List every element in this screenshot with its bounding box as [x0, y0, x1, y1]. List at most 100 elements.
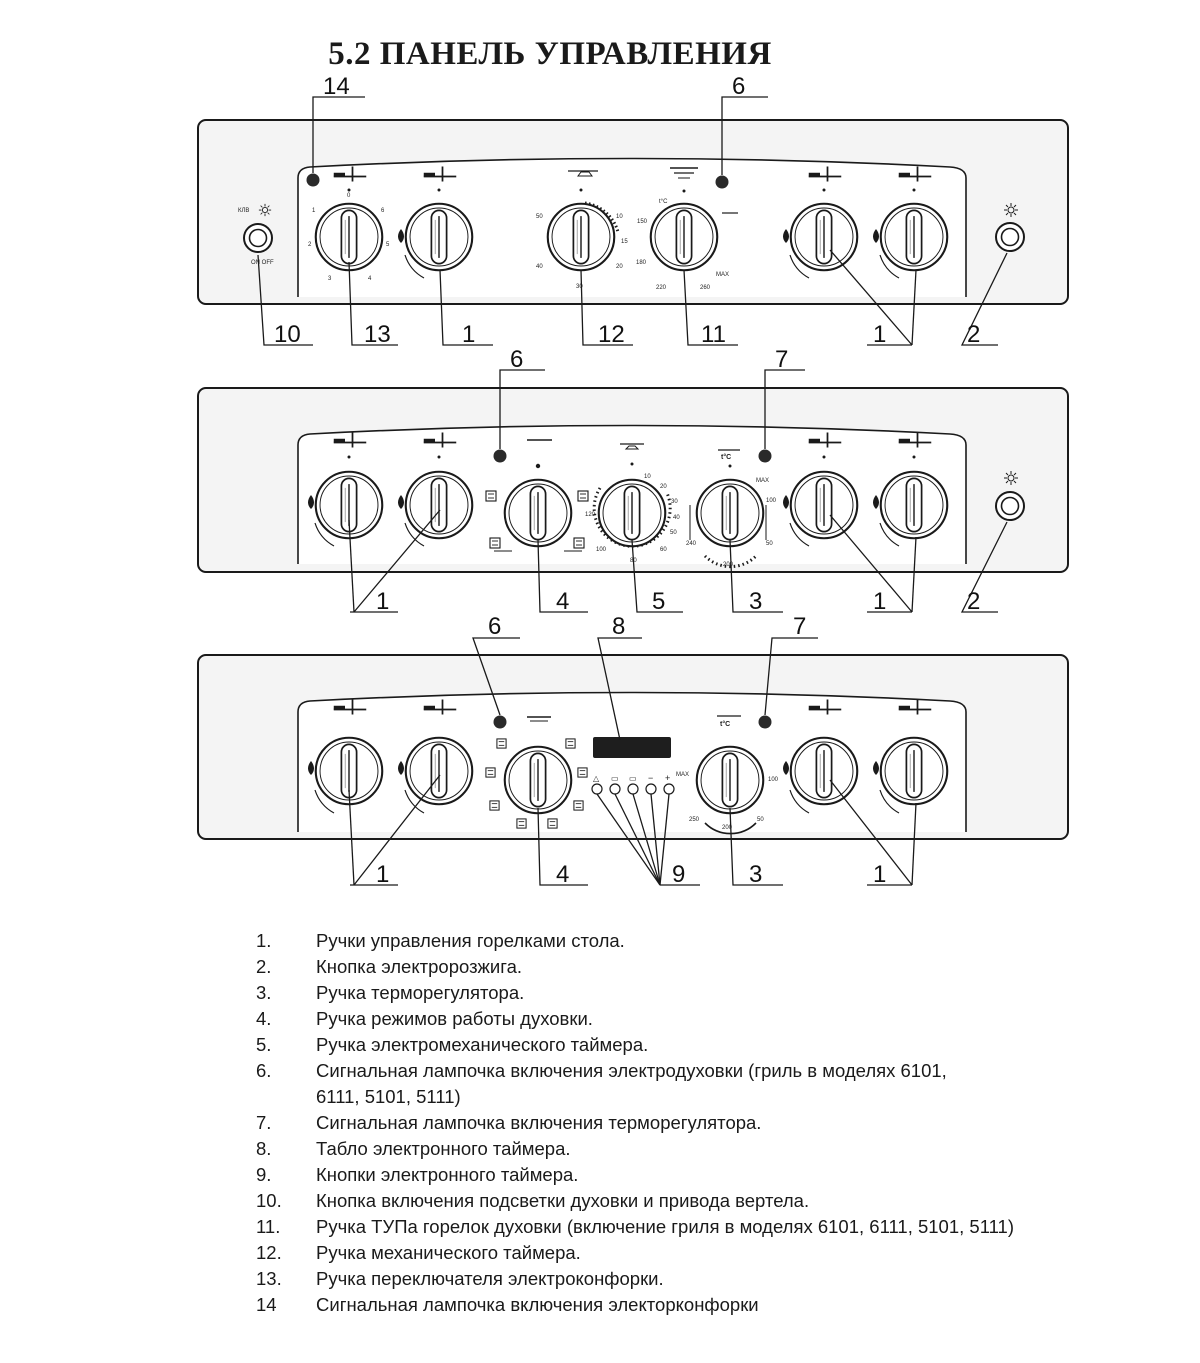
panel-2: t°C 10 20 30 40 50 60 80 100 120 — [197, 346, 1069, 615]
legend-number: 5. — [256, 1034, 272, 1055]
legend-text: Ручка терморегулятора. — [316, 982, 525, 1003]
legend-item: 1.Ручки управления горелками стола. — [256, 928, 1156, 954]
scale-label: MAX — [676, 772, 689, 778]
oven-regulator-knob[interactable] — [649, 202, 719, 272]
switch-top-label: КЛВ — [238, 208, 249, 214]
timer-button[interactable] — [663, 783, 675, 795]
scale-label: 60 — [660, 547, 667, 553]
scale-label: 30 — [671, 499, 678, 505]
burner-knob[interactable] — [404, 736, 474, 806]
oven-mode-knob[interactable] — [503, 745, 573, 815]
scale-label: 10 — [616, 214, 623, 220]
callout-number: 1 — [873, 321, 886, 348]
callout-number: 2 — [967, 321, 980, 348]
mode-icon — [489, 537, 501, 549]
timer-button-label: + — [665, 773, 670, 783]
callout-number: 5 — [652, 588, 665, 615]
electromechanical-timer-knob[interactable] — [597, 478, 667, 548]
scale-label: 100 — [596, 547, 607, 553]
callout-number: 1 — [376, 861, 389, 888]
burner-knob[interactable] — [789, 470, 859, 540]
callout-number: 2 — [967, 588, 980, 615]
hotplate-switch-knob[interactable] — [314, 202, 384, 272]
burner-knob[interactable] — [789, 202, 859, 272]
legend-number: 13. — [256, 1268, 282, 1289]
legend-number: 2. — [256, 956, 272, 977]
legend-text: Ручки управления горелками стола. — [316, 930, 625, 951]
thermostat-lamp — [758, 449, 772, 463]
legend-item: 4.Ручка режимов работы духовки. — [256, 1006, 1156, 1032]
oven-mode-knob[interactable] — [503, 478, 573, 548]
scale-label: 15 — [621, 239, 628, 245]
hotplate-switch-scale: 0 1 2 3 4 5 6 — [308, 193, 390, 282]
legend-number: 3. — [256, 982, 272, 1003]
callout-number: 6 — [488, 613, 501, 640]
timer-button-label: ▭ — [611, 774, 619, 783]
burner-knob[interactable] — [404, 470, 474, 540]
callout-number: 4 — [556, 588, 569, 615]
legend-item: 11.Ручка ТУПа горелок духовки (включение… — [256, 1214, 1156, 1240]
legend-item: 10.Кнопка включения подсветки духовки и … — [256, 1188, 1156, 1214]
callout-number: 11 — [701, 321, 726, 348]
mode-icon — [577, 490, 589, 502]
callout-number: 10 — [274, 321, 301, 348]
legend-item: 5.Ручка электромеханического таймера. — [256, 1032, 1156, 1058]
scale-label: 3 — [328, 276, 332, 282]
scale-label: 50 — [766, 541, 773, 547]
scale-label: 150 — [637, 219, 648, 225]
scale-label: 6 — [381, 208, 385, 214]
legend-list: 1.Ручки управления горелками стола. 2.Кн… — [256, 928, 1156, 1318]
callout-number: 8 — [612, 613, 625, 640]
legend-number: 14 — [256, 1294, 277, 1315]
callout-number: 7 — [775, 346, 788, 373]
oven-light-switch[interactable]: КЛВ ON OFF — [238, 203, 274, 266]
mode-icon — [516, 818, 527, 829]
timer-button[interactable] — [645, 783, 657, 795]
scale-label: MAX — [716, 272, 729, 278]
burner-knob[interactable] — [879, 470, 949, 540]
callout-number: 1 — [873, 861, 886, 888]
panel-1-knob-zone — [297, 157, 967, 297]
scale-label: 20 — [660, 484, 667, 490]
thermostat-knob[interactable] — [695, 745, 765, 815]
oven-lamp — [715, 175, 729, 189]
burner-knob[interactable] — [879, 202, 949, 272]
ignition-push-button[interactable] — [995, 222, 1025, 252]
mode-icon — [565, 738, 576, 749]
timer-button[interactable] — [627, 783, 639, 795]
legend-item: 9.Кнопки электронного таймера. — [256, 1162, 1156, 1188]
burner-knob[interactable] — [879, 736, 949, 806]
legend-number: 6. — [256, 1060, 272, 1081]
legend-item: 14 Сигнальная лампочка включения электорк… — [256, 1292, 1156, 1318]
oven-heat-icon — [670, 167, 698, 179]
burner-knob[interactable] — [404, 202, 474, 272]
callout-number: 3 — [749, 861, 762, 888]
temp-unit-label: t°C — [720, 720, 730, 728]
panel-3: t°C △ ▭ ▭ − + MAX 100 50 — [197, 613, 1069, 888]
legend-text: Сигнальная лампочка включения электоркон… — [316, 1294, 759, 1315]
legend-item: 12.Ручка механического таймера. — [256, 1240, 1156, 1266]
scale-label: 0 — [347, 193, 351, 199]
timer-button[interactable] — [591, 783, 603, 795]
scale-label: MAX — [756, 478, 769, 484]
panel-3-knob-zone — [297, 691, 967, 832]
mechanical-timer-knob[interactable] — [546, 202, 616, 272]
scale-label: 50 — [536, 214, 543, 220]
scale-label: 30 — [576, 284, 583, 290]
electronic-timer-display — [593, 737, 671, 758]
burner-knob[interactable] — [789, 736, 859, 806]
thermostat-knob[interactable] — [695, 478, 765, 548]
legend-number: 9. — [256, 1164, 272, 1185]
timer-button[interactable] — [609, 783, 621, 795]
scale-label: 200 — [723, 562, 734, 568]
legend-text: Ручка механического таймера. — [316, 1242, 581, 1263]
oven-regulator-scale: t°C 150 180 220 260 MAX — [636, 199, 738, 291]
light-switch-button[interactable] — [243, 223, 273, 253]
legend-number: 4. — [256, 1008, 272, 1029]
legend-item: 7.Сигнальная лампочка включения терморег… — [256, 1110, 1156, 1136]
scale-label: 120 — [585, 512, 596, 518]
callout-number: 7 — [793, 613, 806, 640]
thermostat-icon: t°C — [718, 449, 740, 461]
callout-number: 14 — [323, 73, 350, 100]
ignition-button-2[interactable] — [995, 491, 1025, 521]
